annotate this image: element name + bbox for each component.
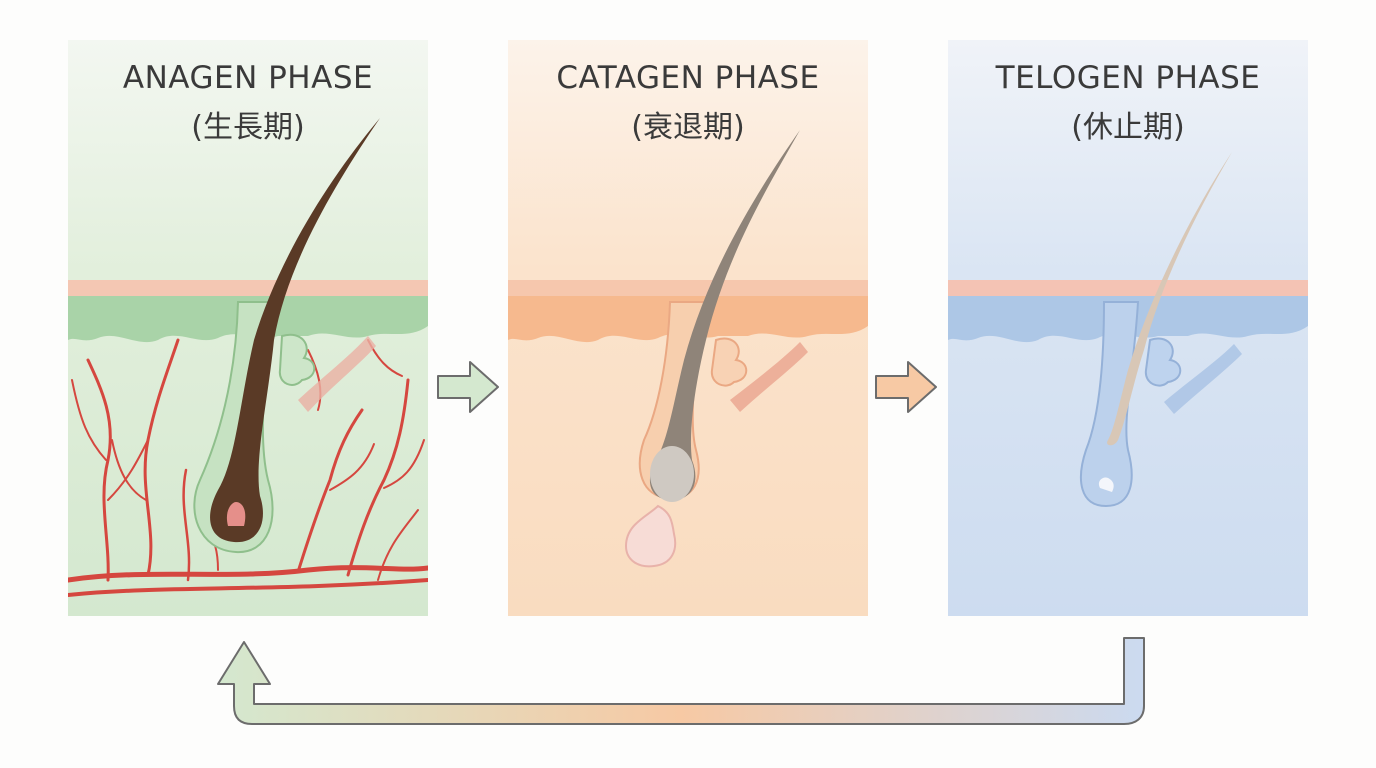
telogen-illustration <box>948 152 1308 508</box>
arrow-anagen-to-catagen <box>437 361 499 413</box>
blood-vessels <box>68 338 428 597</box>
telogen-subtitle: (休止期) <box>1071 110 1185 145</box>
arrector-muscle <box>1164 344 1242 414</box>
hair-shaft <box>210 118 380 543</box>
anagen-panel: ANAGEN PHASE (生長期) <box>68 40 428 616</box>
germ-cells <box>1098 477 1114 492</box>
skin-surface <box>948 280 1308 296</box>
catagen-subtitle: (衰退期) <box>631 110 745 145</box>
telogen-panel: TELOGEN PHASE (休止期) <box>948 40 1308 616</box>
sebaceous-gland <box>278 333 316 386</box>
sebaceous-gland <box>1144 337 1182 387</box>
catagen-illustration <box>508 130 868 568</box>
arrow-catagen-to-telogen <box>875 361 937 413</box>
dermal-papilla <box>624 504 677 568</box>
arrector-muscle <box>730 342 808 412</box>
hair-shaft <box>649 130 800 500</box>
loop-arrow-icon <box>217 637 1145 725</box>
skin-surface <box>508 280 868 296</box>
anagen-subtitle: (生長期) <box>191 110 305 145</box>
hair-shaft <box>1107 152 1232 446</box>
club-hair-bulb <box>650 446 694 502</box>
anagen-illustration <box>68 118 428 597</box>
cycle-return-arrow <box>217 637 1145 725</box>
dermal-papilla <box>226 502 246 526</box>
telogen-title: TELOGEN PHASE <box>995 60 1261 96</box>
sebaceous-gland <box>710 337 748 387</box>
right-arrow-icon <box>437 361 499 413</box>
skin-surface <box>68 280 428 296</box>
anagen-title: ANAGEN PHASE <box>122 60 374 96</box>
right-arrow-icon <box>875 361 937 413</box>
catagen-title: CATAGEN PHASE <box>556 60 820 96</box>
arrector-muscle <box>298 336 376 412</box>
catagen-panel: CATAGEN PHASE (衰退期) <box>508 40 868 616</box>
